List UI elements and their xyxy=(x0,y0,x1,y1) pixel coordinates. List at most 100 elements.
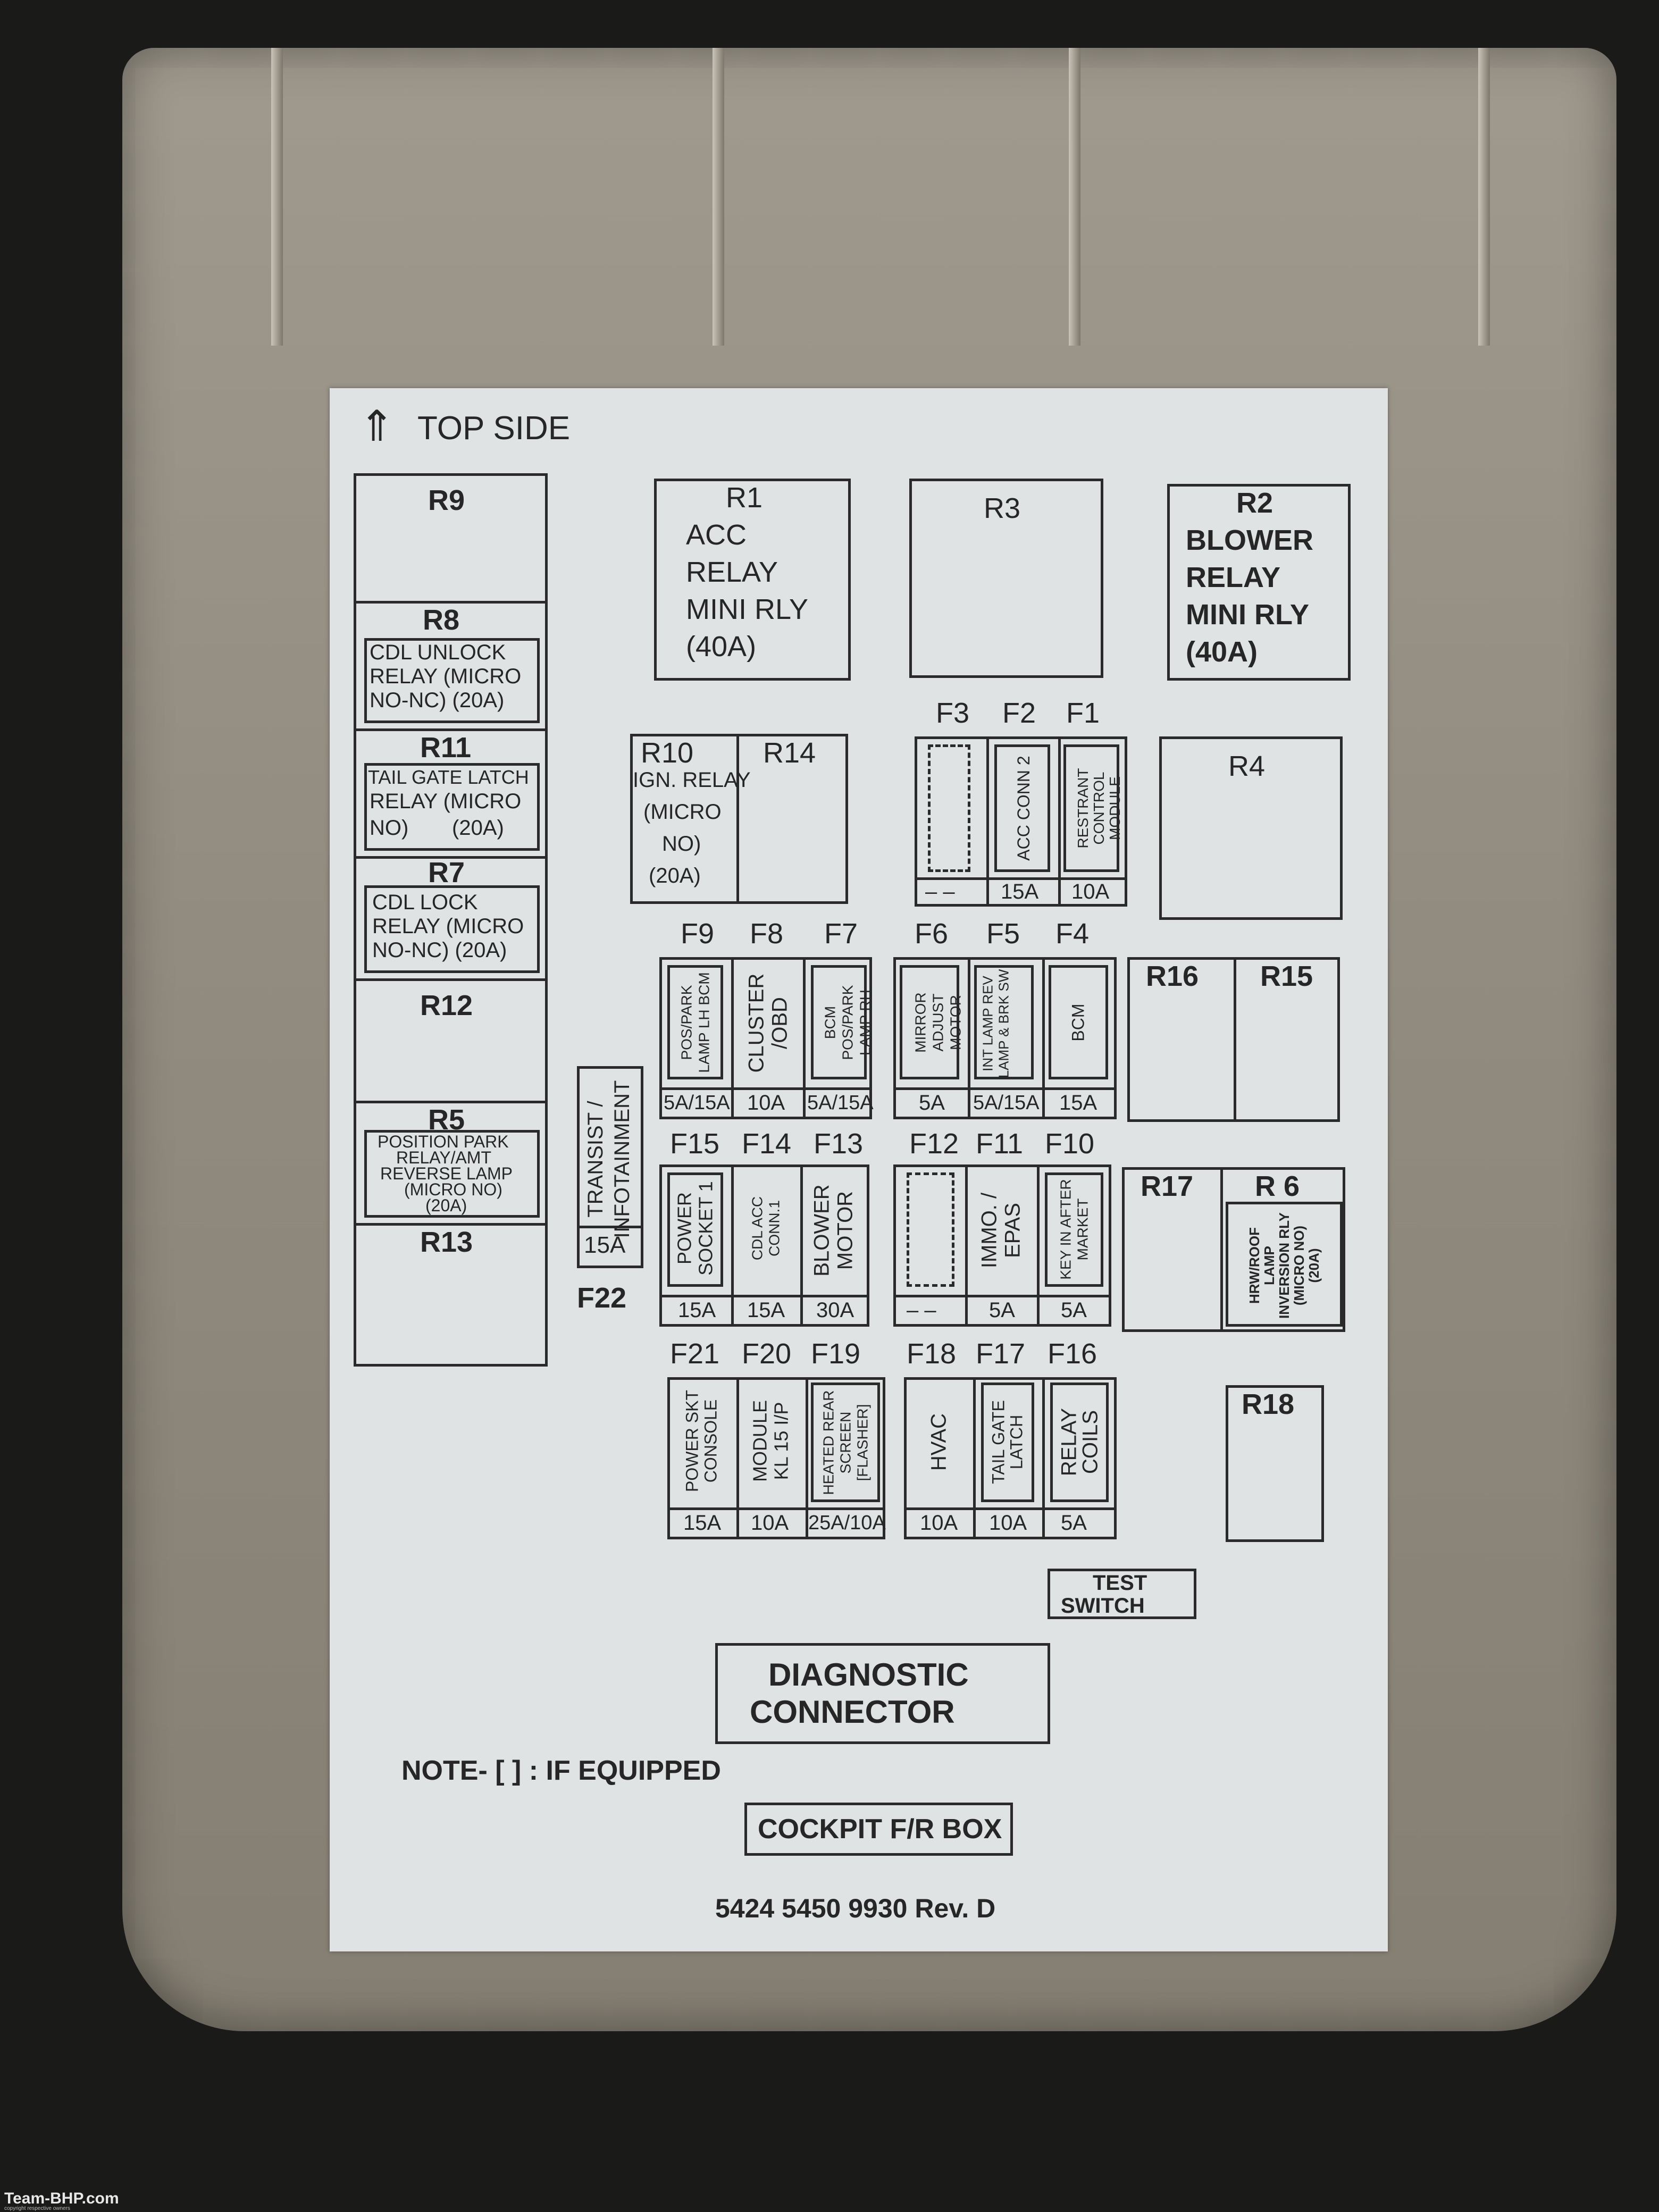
relay-r5-text: RELAY/AMT xyxy=(396,1148,491,1167)
divider xyxy=(893,1087,1117,1090)
divider xyxy=(659,1087,872,1090)
relay-r10-text: (MICRO xyxy=(643,800,722,824)
relay-r2-text: BLOWER xyxy=(1186,524,1313,556)
fuse-f10-label: KEY IN AFTER MARKET xyxy=(1057,1179,1091,1280)
fuse-f13-label: BLOWER MOTOR xyxy=(810,1184,857,1277)
fuse-f4-id: F4 xyxy=(1055,918,1090,950)
relay-r5-text: POSITION PARK xyxy=(378,1132,509,1151)
divider xyxy=(667,1507,885,1510)
relay-r8-text: CDL UNLOCK xyxy=(370,641,506,664)
fuse-f16-label: RELAY COILS xyxy=(1057,1407,1102,1477)
divider xyxy=(893,1295,1111,1297)
fuse-f7-id: F7 xyxy=(824,918,858,950)
fuse-f12-slot xyxy=(907,1172,954,1287)
divider xyxy=(973,1377,976,1539)
relay-r11-text: TAIL GATE LATCH xyxy=(368,766,529,788)
lid-ridge xyxy=(1478,48,1490,346)
fuse-f9-id: F9 xyxy=(681,918,715,950)
relay-r1-text: (40A) xyxy=(686,631,757,663)
fuse-f20-id: F20 xyxy=(742,1338,792,1370)
relay-r7-detail xyxy=(364,885,540,973)
relay-r6-text: HRW/ROOF LAMP INVERSION RLY (MICRO NO) (… xyxy=(1246,1212,1322,1319)
divider xyxy=(1058,736,1061,907)
relay-r1-text: MINI RLY xyxy=(686,593,809,625)
fuse-f12-rating: – – xyxy=(907,1298,936,1322)
fuse-f5-id: F5 xyxy=(986,918,1020,950)
test-switch-label: SWITCH xyxy=(1061,1594,1145,1618)
relay-r2-text: (40A) xyxy=(1186,636,1258,668)
fuse-f7-rating: 5A/15A xyxy=(807,1092,874,1114)
test-switch-label: TEST xyxy=(1093,1571,1147,1595)
fuse-f4-rating: 15A xyxy=(1059,1091,1097,1115)
fuse-row1-box xyxy=(915,736,1127,907)
fuse-row4a-box xyxy=(667,1377,885,1539)
divider xyxy=(354,856,548,859)
fuse-f15-id: F15 xyxy=(670,1128,720,1160)
test-switch-box xyxy=(1048,1569,1196,1619)
fuse-f16-rating: 5A xyxy=(1061,1511,1087,1535)
divider xyxy=(915,877,1127,880)
fuse-f22-box xyxy=(577,1066,643,1268)
divider xyxy=(354,1223,548,1226)
fuse-row3b-box xyxy=(893,1164,1111,1327)
relay-r16: R16 xyxy=(1146,960,1199,992)
fuse-f8-id: F8 xyxy=(750,918,784,950)
fuse-f17-slot xyxy=(981,1382,1034,1502)
relay-r8-id: R8 xyxy=(423,604,460,636)
relay-r10-text: (20A) xyxy=(649,864,701,887)
divider xyxy=(1234,957,1236,1122)
divider xyxy=(904,1507,1117,1510)
divider xyxy=(1220,1167,1223,1332)
relay-r5-text: (MICRO NO) xyxy=(404,1180,502,1199)
relay-r10-text: IGN. RELAY xyxy=(633,768,751,792)
relay-r8-text: RELAY (MICRO xyxy=(370,665,522,688)
fuse-f1-id: F1 xyxy=(1066,697,1100,729)
relay-r10-text: NO) xyxy=(662,832,701,856)
diagnostic-connector-label: DIAGNOSTIC xyxy=(768,1657,969,1692)
fuse-f22-rating: 15A xyxy=(584,1232,626,1258)
fuse-f6-rating: 5A xyxy=(919,1091,945,1115)
fuse-f1-label: RESTRANT CONTROL MODULE xyxy=(1075,768,1123,849)
divider xyxy=(968,957,970,1119)
fuse-f14-rating: 15A xyxy=(747,1298,785,1322)
fuse-f4-slot xyxy=(1049,965,1108,1079)
divider xyxy=(803,957,806,1119)
relay-r2-box xyxy=(1167,484,1351,681)
relay-r3-box xyxy=(909,479,1103,678)
fuse-f1-slot xyxy=(1063,744,1119,872)
relay-r8-text: NO-NC) (20A) xyxy=(370,689,505,712)
divider xyxy=(965,1164,968,1327)
left-relay-column xyxy=(354,473,548,1367)
fuse-f12-id: F12 xyxy=(909,1128,959,1160)
fuse-row2a-box xyxy=(659,957,872,1119)
fuse-f5-slot xyxy=(974,965,1034,1079)
fuse-f9-label: POS/PARK LAMP LH BCM xyxy=(678,972,713,1073)
relay-r5-text: REVERSE LAMP xyxy=(380,1164,513,1183)
fuse-f11-id: F11 xyxy=(976,1128,1024,1160)
fuse-f15-rating: 15A xyxy=(678,1298,716,1322)
fuse-f16-id: F16 xyxy=(1048,1338,1097,1370)
relay-r6-id: R 6 xyxy=(1255,1170,1300,1202)
relay-r11-text: RELAY (MICRO xyxy=(370,790,522,813)
watermark-logo: Team-BHP.com xyxy=(4,2190,119,2207)
relay-r11-text: (20A) xyxy=(452,816,504,840)
relay-r1-text: RELAY xyxy=(686,556,778,588)
lid-ridge xyxy=(271,48,283,346)
fuse-f2-slot xyxy=(994,744,1050,872)
divider xyxy=(354,728,548,731)
fuse-f3-rating: – – xyxy=(925,880,955,903)
relay-r10-r14-box xyxy=(630,734,848,904)
fuse-f8-label: CLUSTER /OBD xyxy=(744,973,792,1073)
fuse-f9-slot xyxy=(667,965,723,1079)
relay-r15: R15 xyxy=(1260,960,1313,992)
divider xyxy=(354,978,548,981)
fuse-f14-label: CDL ACC CONN.1 xyxy=(749,1196,783,1261)
fuse-diagram-label: ⇑ TOP SIDE R9 R8 CDL UNLOCK RELAY (MICRO… xyxy=(330,388,1388,1951)
divider xyxy=(731,1164,734,1327)
fuse-f5-label: INT LAMP REV LAMP & BRK SW xyxy=(979,969,1012,1078)
fuse-f17-label: TAIL GATE LATCH xyxy=(988,1400,1026,1484)
fuse-f19-rating: 25A/10A xyxy=(808,1512,886,1534)
fuse-f20-rating: 10A xyxy=(751,1511,789,1535)
fuse-f21-id: F21 xyxy=(670,1338,720,1370)
fuse-f6-slot xyxy=(900,965,959,1079)
